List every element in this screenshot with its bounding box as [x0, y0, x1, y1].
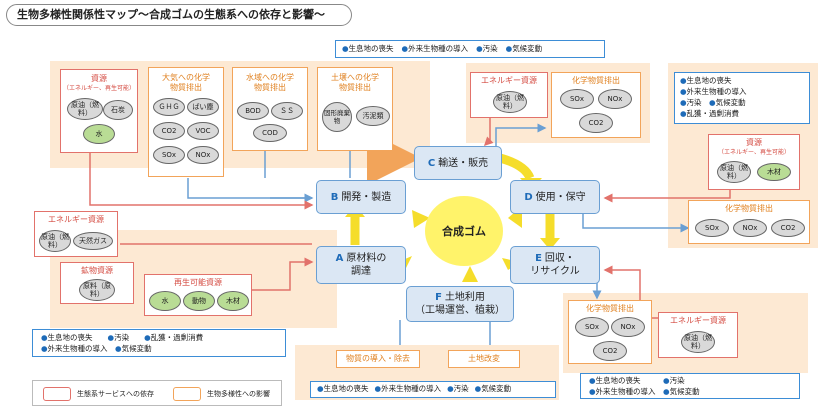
renewable-box-a: 再生可能資源 水 動物 木材	[144, 274, 252, 316]
co2-ellipse: CO2	[153, 122, 185, 140]
legend: 生態系サービスへの依存 生物多様性への影響	[32, 380, 282, 406]
sox-ellipse: SOx	[560, 89, 594, 109]
impact-item: ●汚染	[476, 44, 498, 53]
animal-ellipse: 動物	[183, 291, 215, 311]
natural-gas-ellipse: 天然ガス	[73, 232, 113, 250]
resource-box-d: 資源 （エネルギー、再生可能） 原油（燃料） 木材	[708, 134, 800, 190]
nox-ellipse: NOx	[187, 146, 219, 164]
co2-ellipse: CO2	[593, 341, 627, 361]
water-ellipse: 水	[149, 291, 181, 311]
energy-box-a: エネルギー資源 原油（燃料） 天然ガス	[34, 211, 118, 257]
legend-dependency-swatch	[43, 387, 71, 401]
bottom-impact-list: ●生息地の喪失 ●外来生物種の導入 ●汚染 ●気候変動	[310, 381, 556, 398]
ss-ellipse: ＳＳ	[271, 102, 303, 120]
center-synthetic-rubber: 合成ゴム	[425, 196, 503, 266]
crude-oil-ellipse: 原油（燃料）	[39, 230, 71, 252]
nox-ellipse: NOx	[733, 219, 767, 237]
chem-emission-box-d: 化学物質排出 SOx NOx CO2	[688, 200, 810, 244]
nox-ellipse: NOx	[598, 89, 632, 109]
co2-ellipse: CO2	[771, 219, 805, 237]
legend-impact-swatch	[173, 387, 201, 401]
energy-box-c: エネルギー資源 原油（燃料）	[470, 72, 548, 118]
solid-waste-ellipse: 固形廃棄物	[322, 102, 352, 132]
coal-ellipse: 石炭	[103, 100, 133, 120]
dust-ellipse: ばい塵	[187, 98, 219, 116]
crude-oil-ellipse: 原油（燃料）	[717, 161, 751, 183]
crude-oil-ellipse: 原油（燃料）	[681, 331, 715, 353]
wood-ellipse: 木材	[217, 291, 249, 311]
ghg-ellipse: ＧＨＧ	[153, 98, 185, 116]
mineral-box-a: 鉱物資源 原料（原料）	[60, 262, 134, 304]
water-ellipse: 水	[83, 124, 115, 144]
wood-ellipse: 木材	[757, 163, 791, 181]
bod-ellipse: BOD	[237, 102, 269, 120]
top-impact-list: ●生息地の喪失 ●外来生物種の導入 ●汚染 ●気候変動	[335, 40, 605, 58]
chem-emission-box-c: 化学物質排出 SOx NOx CO2	[551, 72, 641, 138]
sox-ellipse: SOx	[153, 146, 185, 164]
impact-item: ●外来生物種の導入	[401, 44, 469, 53]
air-emission-box: 大気への化学 物質排出 ＧＨＧ ばい塵 CO2 VOC SOx NOx	[148, 67, 224, 177]
ore-ellipse: 原料（原料）	[79, 279, 115, 301]
co2-ellipse: CO2	[579, 113, 613, 133]
sox-ellipse: SOx	[575, 317, 609, 337]
page-title: 生物多様性関係性マップ～合成ゴムの生態系への依存と影響～	[6, 4, 352, 26]
crude-oil-ellipse: 原油（燃料）	[493, 91, 527, 113]
legend-impact-label: 生物多様性への影響	[207, 390, 270, 398]
soil-emission-box: 土壌への化学 物質排出 固形廃棄物 汚泥類	[317, 67, 393, 151]
left-impact-list: ●生息地の喪失 ●汚染 ●乱獲・過剰消費 ●外来生物種の導入 ●気候変動	[32, 329, 286, 357]
chem-emission-box-e: 化学物質排出 SOx NOx CO2	[568, 300, 652, 364]
f-box-substance: 物質の導入・除去	[336, 350, 420, 368]
resource-box-b: 資源 （エネルギー、再生可能） 原油（燃料） 石炭 水	[60, 69, 138, 153]
cod-ellipse: COD	[253, 124, 287, 142]
right-impact-list: ●生息地の喪失 ●外来生物種の導入 ●汚染 ●気候変動 ●乱獲・過剰消費	[674, 72, 810, 124]
impact-item: ●気候変動	[505, 44, 543, 53]
sludge-ellipse: 汚泥類	[356, 106, 390, 126]
legend-dependency-label: 生態系サービスへの依存	[77, 390, 154, 398]
bottom-right-impact-list: ●生息地の喪失 ●汚染 ●外来生物種の導入 ●気候変動	[580, 373, 800, 399]
impact-item: ●生息地の喪失	[342, 44, 394, 53]
energy-box-e: エネルギー資源 原油（燃料）	[658, 312, 738, 358]
water-emission-box: 水域への化学 物質排出 BOD ＳＳ COD	[232, 67, 308, 151]
f-box-land: 土地改変	[448, 350, 520, 368]
voc-ellipse: VOC	[187, 122, 219, 140]
crude-oil-ellipse: 原油（燃料）	[67, 98, 103, 120]
nox-ellipse: NOx	[611, 317, 645, 337]
sox-ellipse: SOx	[695, 219, 729, 237]
